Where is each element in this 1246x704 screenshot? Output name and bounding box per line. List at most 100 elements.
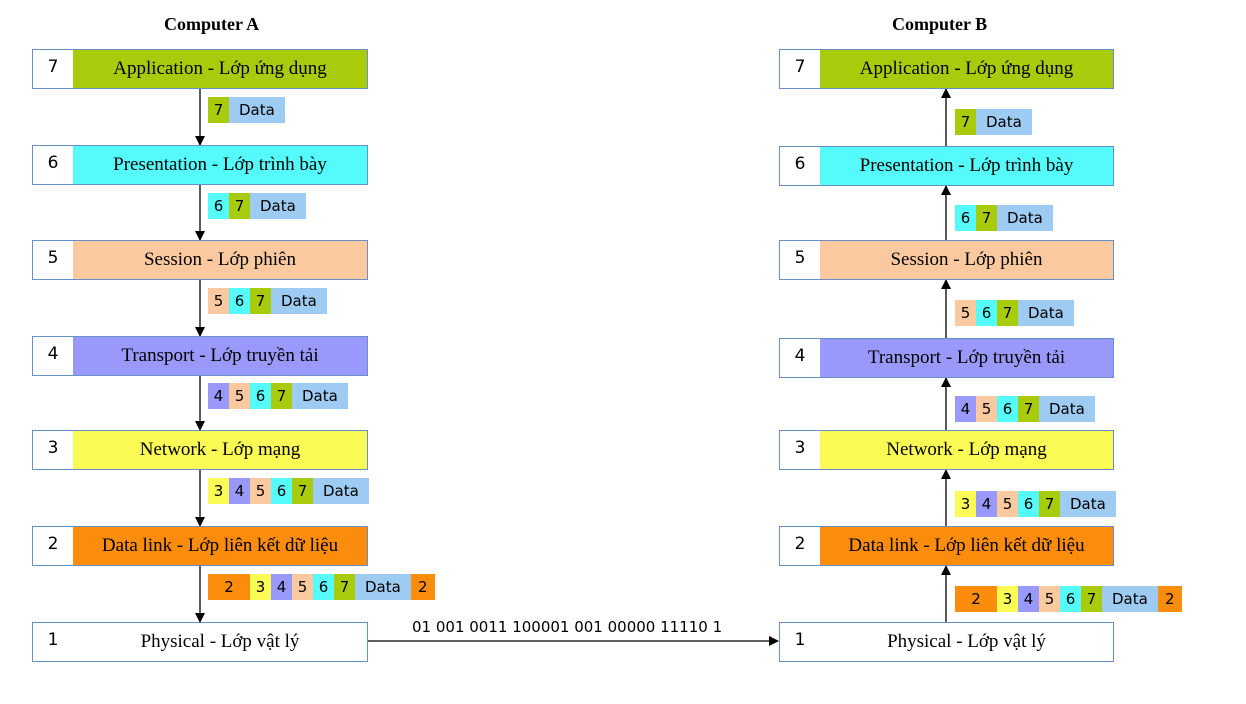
pdu-trailer-2: 2 <box>1157 586 1182 612</box>
layer-number: 6 <box>33 146 73 184</box>
pdu-header-3: 3 <box>208 478 229 504</box>
pdu-header-2: 2 <box>955 586 997 612</box>
pdu-data: Data <box>355 574 411 600</box>
layer-number: 1 <box>33 623 73 661</box>
pdu-header-6: 6 <box>229 288 250 314</box>
pdu-header-4: 4 <box>271 574 292 600</box>
pdu-data: Data <box>292 383 348 409</box>
layer-number: 4 <box>780 339 820 377</box>
pdu-header-6: 6 <box>997 396 1018 422</box>
computer-b-title: Computer B <box>892 14 988 34</box>
pdu-header-3: 3 <box>955 491 976 517</box>
pdu-data: Data <box>313 478 369 504</box>
layer-name: Physical - Lớp vật lý <box>820 623 1113 661</box>
pdu-data: Data <box>1102 586 1158 612</box>
layer-number: 2 <box>780 527 820 565</box>
pdu-header-7: 7 <box>271 383 292 409</box>
pdu-header-5: 5 <box>955 300 976 326</box>
pdu-header-7: 7 <box>1039 491 1060 517</box>
layer-number: 3 <box>780 431 820 469</box>
computer-a-title: Computer A <box>164 14 260 34</box>
layer-name: Transport - Lớp truyền tải <box>820 339 1113 377</box>
layer-name: Network - Lớp mạng <box>73 431 367 469</box>
pdu-header-5: 5 <box>250 478 271 504</box>
bitstream-label: 01 001 0011 100001 001 00000 11110 1 <box>412 618 723 636</box>
pdu-data: Data <box>229 97 285 123</box>
pdu-data: Data <box>1018 300 1074 326</box>
layer-name: Presentation - Lớp trình bày <box>73 146 367 184</box>
layer-name: Presentation - Lớp trình bày <box>820 147 1113 185</box>
layer-number: 4 <box>33 337 73 375</box>
layer-name: Session - Lớp phiên <box>73 241 367 279</box>
layer-name: Transport - Lớp truyền tải <box>73 337 367 375</box>
pdu-header-6: 6 <box>1018 491 1039 517</box>
pdu-header-6: 6 <box>313 574 334 600</box>
pdu-header-6: 6 <box>271 478 292 504</box>
layer-name: Data link - Lớp liên kết dữ liệu <box>820 527 1113 565</box>
pdu-header-5: 5 <box>229 383 250 409</box>
pdu-data: Data <box>1060 491 1116 517</box>
pdu-data: Data <box>976 109 1032 135</box>
layer-number: 5 <box>33 241 73 279</box>
layer-name: Data link - Lớp liên kết dữ liệu <box>73 527 367 565</box>
pdu-header-7: 7 <box>334 574 355 600</box>
layer-name: Application - Lớp ứng dụng <box>73 50 367 88</box>
layer-name: Application - Lớp ứng dụng <box>820 50 1113 88</box>
layer-number: 1 <box>780 623 820 661</box>
layer-name: Network - Lớp mạng <box>820 431 1113 469</box>
pdu-header-6: 6 <box>1060 586 1081 612</box>
layer-number: 7 <box>780 50 820 88</box>
pdu-header-6: 6 <box>250 383 271 409</box>
layer-name: Physical - Lớp vật lý <box>73 623 367 661</box>
pdu-header-4: 4 <box>208 383 229 409</box>
pdu-header-4: 4 <box>955 396 976 422</box>
layer-number: 5 <box>780 241 820 279</box>
pdu-header-7: 7 <box>1081 586 1102 612</box>
layer-name: Session - Lớp phiên <box>820 241 1113 279</box>
pdu-header-7: 7 <box>997 300 1018 326</box>
pdu-header-5: 5 <box>976 396 997 422</box>
pdu-header-5: 5 <box>292 574 313 600</box>
pdu-header-3: 3 <box>997 586 1018 612</box>
pdu-header-5: 5 <box>1039 586 1060 612</box>
pdu-header-4: 4 <box>229 478 250 504</box>
layer-number: 2 <box>33 527 73 565</box>
layer-number: 3 <box>33 431 73 469</box>
pdu-data: Data <box>1039 396 1095 422</box>
pdu-header-7: 7 <box>208 97 229 123</box>
pdu-header-7: 7 <box>292 478 313 504</box>
pdu-data: Data <box>271 288 327 314</box>
pdu-header-6: 6 <box>976 300 997 326</box>
pdu-data: Data <box>997 205 1053 231</box>
pdu-header-5: 5 <box>208 288 229 314</box>
pdu-header-4: 4 <box>976 491 997 517</box>
pdu-trailer-2: 2 <box>410 574 435 600</box>
pdu-header-7: 7 <box>955 109 976 135</box>
pdu-header-3: 3 <box>250 574 271 600</box>
